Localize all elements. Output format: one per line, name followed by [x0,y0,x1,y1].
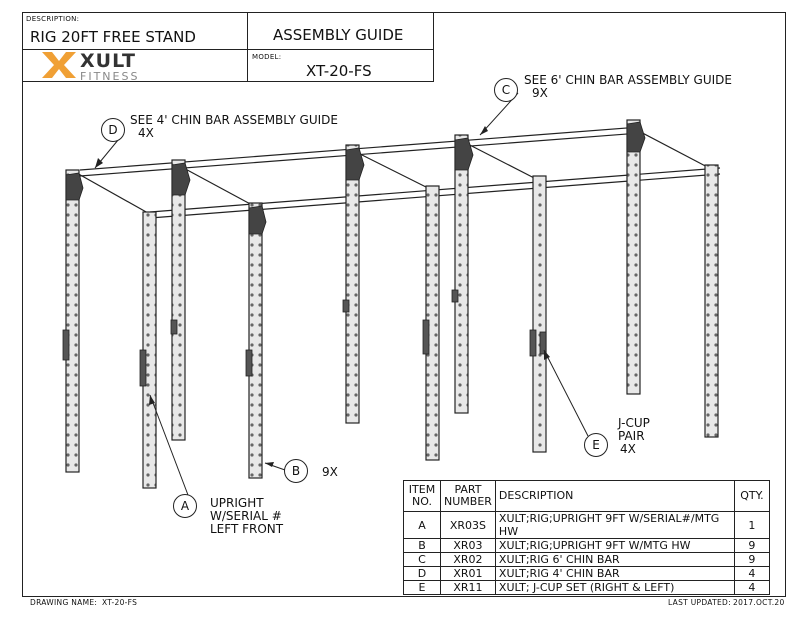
model-number: XT-20-FS [306,62,372,80]
bom-part: XR01 [440,566,496,581]
title-block-guide [248,12,434,50]
bom-item: D [403,566,441,581]
bom-qty: 9 [733,552,770,567]
table-row: A XR03S XULT;RIG;UPRIGHT 9FT W/SERIAL#/M… [403,511,770,539]
drawing-name: XT-20-FS [102,598,138,607]
model-label: MODEL: [252,53,282,61]
bom-header-description: DESCRIPTION [494,480,735,512]
callout-e-line2: PAIR [618,429,645,443]
xult-logo: XULT FITNESS [42,50,137,83]
bom-part: XR11 [440,580,496,595]
balloon-e: E [584,433,608,457]
bom-part: XR02 [440,552,496,567]
table-row: D XR01 XULT;RIG 4' CHIN BAR 4 [403,566,770,581]
bom-part: XR03S [440,511,496,539]
title-block-logo-cell [22,50,248,82]
balloon-a: A [173,494,197,518]
callout-a-line3: LEFT FRONT [210,522,284,536]
title-block-description [22,12,248,50]
bom-item: A [403,511,441,539]
callout-a-line2: W/SERIAL # [210,509,282,523]
bom-qty: 4 [733,580,770,595]
drawing-description: RIG 20FT FREE STAND [30,28,196,46]
bom-header-qty: QTY. [733,480,770,512]
description-label: DESCRIPTION: [26,15,80,23]
balloon-c: C [494,78,518,102]
assembly-guide-title: ASSEMBLY GUIDE [273,26,404,44]
bom-qty: 4 [733,566,770,581]
last-updated-date: 2017.OCT.20 [733,598,785,607]
bom-item: B [403,538,441,553]
callout-c-qty: 9X [532,86,548,100]
callout-a-line1: UPRIGHT [210,496,264,510]
callout-e-qty: 4X [620,442,636,456]
title-block-model [248,50,434,82]
callout-d-qty: 4X [138,126,154,140]
table-row: E XR11 XULT; J-CUP SET (RIGHT & LEFT) 4 [403,580,770,595]
bom-qty: 9 [733,538,770,553]
bom-qty: 1 [733,511,770,539]
table-row: C XR02 XULT;RIG 6' CHIN BAR 9 [403,552,770,567]
bom-desc: XULT;RIG 4' CHIN BAR [494,566,735,581]
drawing-frame [22,12,786,597]
bom-desc: XULT;RIG 6' CHIN BAR [494,552,735,567]
callout-d-text: SEE 4' CHIN BAR ASSEMBLY GUIDE [130,113,338,127]
drawing-name-label: DRAWING NAME: [30,598,98,607]
logo-sub: FITNESS [80,70,140,83]
balloon-b: B [284,459,308,483]
logo-brand: XULT [80,50,136,72]
bom-desc: XULT;RIG;UPRIGHT 9FT W/SERIAL#/MTG HW [494,511,735,539]
callout-e-line1: J-CUP [618,416,650,430]
bom-desc: XULT; J-CUP SET (RIGHT & LEFT) [494,580,735,595]
bom-item: C [403,552,441,567]
bom-part: XR03 [440,538,496,553]
xult-x-mark-icon [42,52,76,78]
bom-desc: XULT;RIG;UPRIGHT 9FT W/MTG HW [494,538,735,553]
bom-item: E [403,580,441,595]
balloon-d: D [101,118,125,142]
callout-c-text: SEE 6' CHIN BAR ASSEMBLY GUIDE [524,73,732,87]
table-row: B XR03 XULT;RIG;UPRIGHT 9FT W/MTG HW 9 [403,538,770,553]
callout-b-qty: 9X [322,465,338,479]
last-updated-label: LAST UPDATED: [668,598,731,607]
